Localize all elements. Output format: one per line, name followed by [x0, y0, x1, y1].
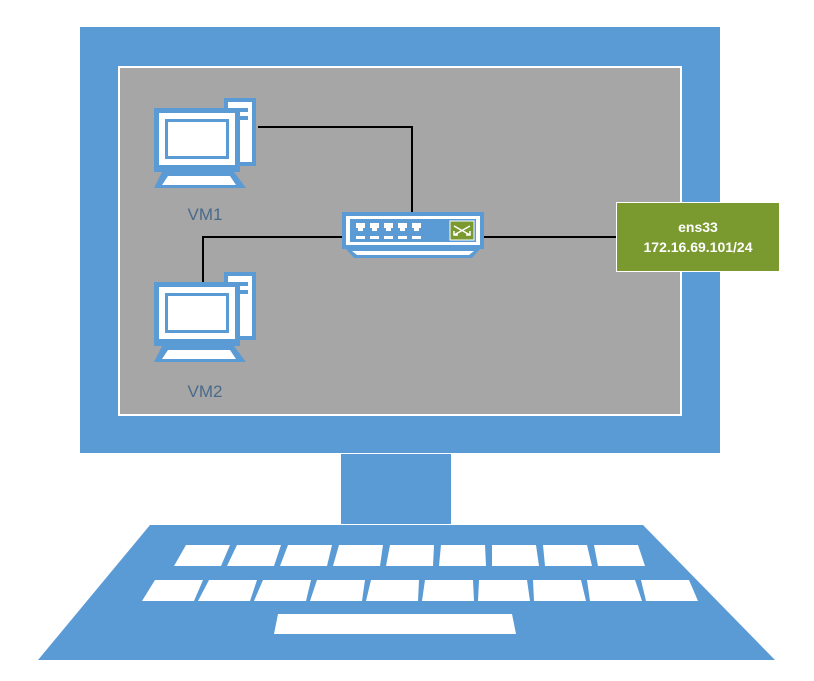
vm1-label: VM1	[187, 205, 223, 224]
vm1-wire	[258, 126, 413, 218]
vm2-label: VM2	[187, 382, 223, 401]
network-switch-icon	[342, 212, 484, 258]
computer-icon	[154, 98, 256, 188]
laptop-icon	[38, 27, 775, 660]
nic-info-box: ens33 172.16.69.101/24	[616, 202, 780, 272]
keyboard-keys	[142, 545, 698, 634]
nic-name: ens33	[678, 219, 718, 235]
computer-icon	[154, 272, 256, 362]
monitor-neck	[341, 454, 451, 524]
nic-address: 172.16.69.101/24	[643, 239, 753, 255]
